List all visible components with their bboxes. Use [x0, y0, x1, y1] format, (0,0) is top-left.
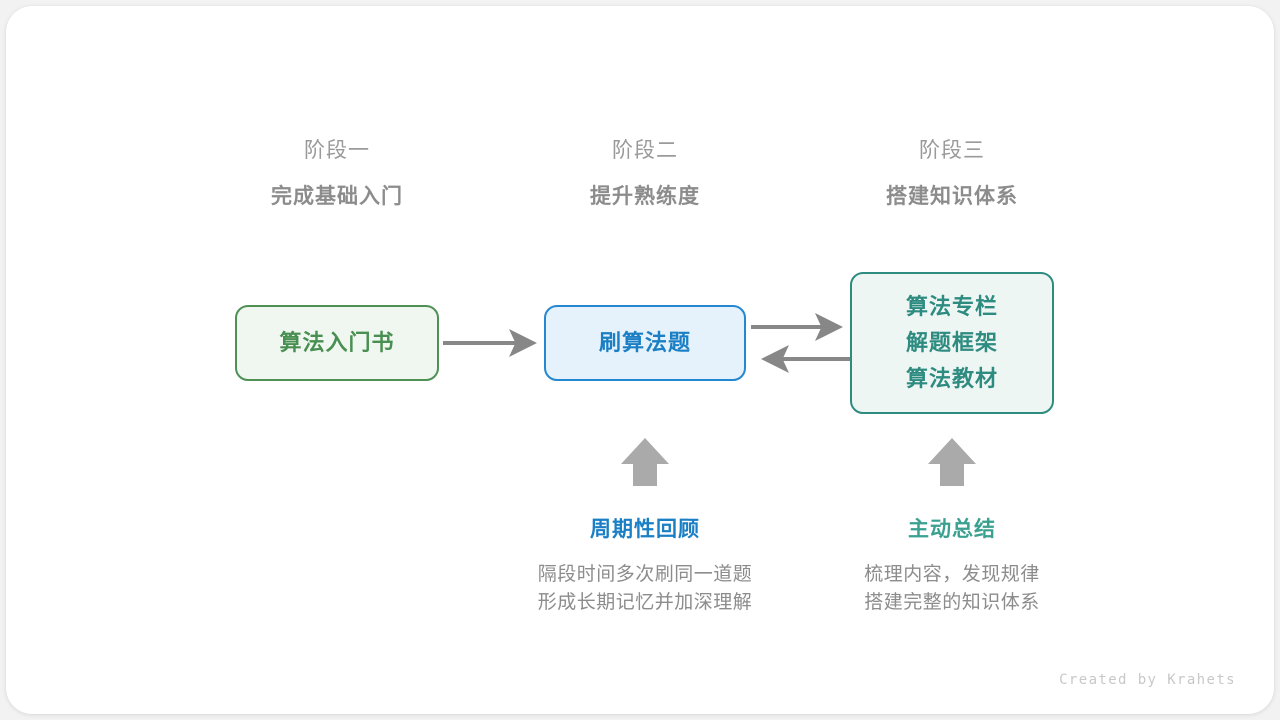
note-active-summary-body-line-1: 梳理内容，发现规律 — [864, 564, 1040, 585]
node-practice-problems-line-1: 刷算法题 — [598, 330, 691, 355]
stage-title-2: 提升熟练度 — [590, 185, 700, 208]
note-periodic-review-body-line-2: 形成长期记忆并加深理解 — [537, 592, 753, 613]
note-periodic-review-title: 周期性回顾 — [590, 518, 700, 541]
node-algorithm-book[interactable]: 算法入门书 — [235, 305, 439, 381]
note-periodic-review-body-line-1: 隔段时间多次刷同一道题 — [537, 564, 753, 585]
node-learning-resources-line-1: 算法专栏 — [905, 294, 998, 319]
node-learning-resources[interactable]: 算法专栏 解题框架 算法教材 — [850, 272, 1054, 414]
note-periodic-review-body: 隔段时间多次刷同一道题 形成长期记忆并加深理解 — [495, 561, 795, 617]
stage-header-2: 阶段二 提升熟练度 — [515, 136, 775, 212]
diagram-card: 阶段一 完成基础入门 阶段二 提升熟练度 阶段三 搭建知识体系 — [6, 6, 1274, 714]
node-algorithm-book-line-1: 算法入门书 — [279, 330, 395, 355]
arrow-up-resources — [928, 438, 976, 486]
node-learning-resources-line-3: 算法教材 — [905, 366, 998, 391]
stage-header-1: 阶段一 完成基础入门 — [207, 136, 467, 212]
note-active-summary-body-line-2: 搭建完整的知识体系 — [864, 592, 1040, 613]
stage-title-1: 完成基础入门 — [271, 185, 403, 208]
node-practice-problems[interactable]: 刷算法题 — [544, 305, 746, 381]
node-learning-resources-line-2: 解题框架 — [905, 330, 998, 355]
stage-label-3: 阶段三 — [919, 139, 985, 162]
stage-label-2: 阶段二 — [612, 139, 678, 162]
arrow-up-practice — [621, 438, 669, 486]
credit-text: Created by Krahets — [1059, 672, 1236, 688]
note-active-summary-body: 梳理内容，发现规律 搭建完整的知识体系 — [802, 561, 1102, 617]
note-active-summary-title: 主动总结 — [908, 518, 996, 541]
stage-header-3: 阶段三 搭建知识体系 — [822, 136, 1082, 212]
stage-title-3: 搭建知识体系 — [886, 185, 1018, 208]
note-active-summary: 主动总结 梳理内容，发现规律 搭建完整的知识体系 — [802, 515, 1102, 617]
note-periodic-review: 周期性回顾 隔段时间多次刷同一道题 形成长期记忆并加深理解 — [495, 515, 795, 617]
stage-label-1: 阶段一 — [304, 139, 370, 162]
